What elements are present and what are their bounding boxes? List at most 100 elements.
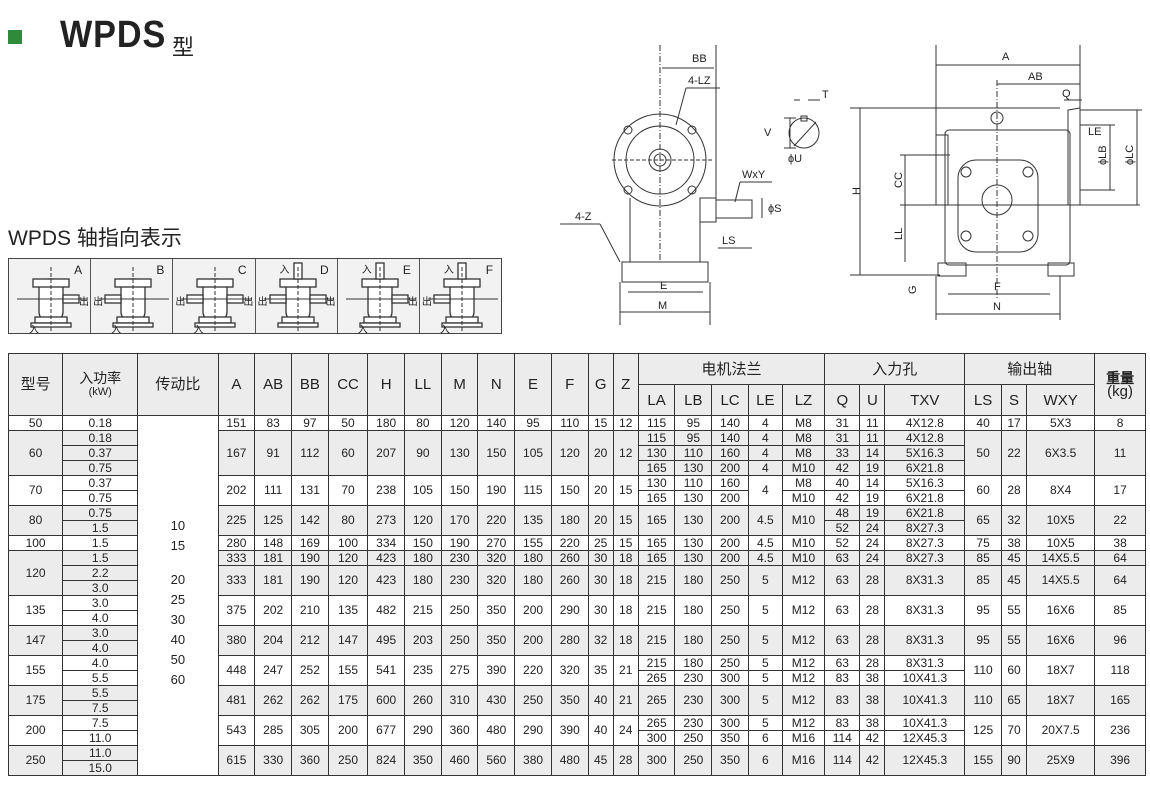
cell-LS: 85 — [964, 550, 1002, 566]
cell-H: 423 — [367, 550, 406, 566]
label-N: N — [993, 301, 1001, 313]
cell-power: 3.0 — [62, 625, 139, 641]
cell-power: 1.5 — [62, 535, 139, 551]
cell-Q: 63 — [824, 565, 861, 596]
cell-weight: 8 — [1094, 415, 1146, 431]
cell-LA: 165 — [637, 535, 676, 551]
output-label: 出 — [93, 297, 104, 308]
cell-TXV: 8X27.3 — [884, 520, 966, 536]
cell-F: 260 — [550, 550, 589, 566]
cell-LL: 120 — [404, 505, 442, 536]
cell-LS: 110 — [964, 685, 1002, 716]
cell-A: 380 — [217, 625, 256, 656]
table-row: 4.0 — [9, 640, 1146, 656]
cell-weight: 85 — [1094, 595, 1146, 626]
cell-LC: 300 — [711, 715, 749, 731]
cell-S: 45 — [1000, 550, 1028, 566]
cell-LE: 5 — [747, 670, 783, 686]
cell-TXV: 8X31.3 — [884, 625, 966, 656]
cell-power: 0.37 — [62, 475, 139, 491]
cell-LC: 250 — [711, 625, 749, 656]
cell-Z: 18 — [612, 595, 639, 626]
cell-weight: 22 — [1094, 505, 1146, 536]
gearbox-orientation-icon — [427, 262, 498, 333]
cell-BB: 190 — [291, 565, 329, 596]
header-group-output: 输出轴 — [964, 353, 1096, 385]
cell-LS: 125 — [964, 715, 1002, 746]
cell-Z: 18 — [612, 625, 639, 656]
orientation-title: WPDS 轴指向表示 — [8, 227, 182, 250]
cell-power: 4.0 — [62, 640, 139, 656]
cell-H: 238 — [367, 475, 406, 506]
cell-model: 250 — [7, 745, 64, 776]
cell-LL: 80 — [404, 415, 442, 431]
cell-LE: 4.5 — [747, 550, 783, 566]
cell-H: 273 — [367, 505, 406, 536]
cell-BB: 169 — [291, 535, 329, 551]
cell-U: 38 — [859, 715, 886, 731]
output-label: 出 — [243, 297, 254, 308]
cell-Q: 63 — [824, 550, 861, 566]
cell-BB: 262 — [291, 685, 329, 716]
input-label-bottom: 入 — [439, 325, 450, 336]
cell-weight: 118 — [1094, 655, 1146, 686]
cell-S: 65 — [1000, 685, 1028, 716]
label-WxY: WxY — [742, 169, 766, 181]
cell-LZ: M12 — [781, 685, 826, 716]
cell-LE: 5 — [747, 595, 783, 626]
orientation-letter: C — [237, 263, 247, 277]
cell-TXV: 8X31.3 — [884, 565, 966, 596]
cell-F: 280 — [550, 625, 589, 656]
cell-TXV: 12X45.3 — [884, 745, 966, 776]
label-F: F — [994, 281, 1001, 293]
cell-F: 110 — [550, 415, 589, 431]
cell-LS: 60 — [964, 475, 1002, 506]
cell-AB: 181 — [254, 550, 293, 566]
cell-G: 15 — [587, 415, 614, 431]
cell-TXV: 8X27.3 — [884, 550, 966, 566]
cell-TXV: 4X12.8 — [884, 430, 966, 446]
cell-TXV: 12X45.3 — [884, 730, 966, 746]
cell-CC: 175 — [327, 685, 369, 716]
cell-Z: 18 — [612, 550, 639, 566]
cell-Q: 83 — [824, 670, 861, 686]
cell-LC: 250 — [711, 655, 749, 671]
cell-TXV: 10X41.3 — [884, 715, 966, 731]
cell-G: 20 — [587, 475, 614, 506]
key-detail-drawing — [784, 99, 820, 149]
cell-weight: 17 — [1094, 475, 1146, 506]
cell-E: 200 — [514, 595, 552, 626]
cell-LA: 265 — [637, 670, 676, 686]
cell-S: 17 — [1000, 415, 1028, 431]
cell-LB: 110 — [674, 475, 713, 491]
cell-power: 7.5 — [62, 715, 139, 731]
cell-S: 55 — [1000, 625, 1028, 656]
cell-weight: 396 — [1094, 745, 1146, 776]
cell-U: 24 — [859, 520, 886, 536]
cell-LA: 165 — [637, 550, 676, 566]
cell-LB: 130 — [674, 550, 713, 566]
cell-F: 150 — [550, 475, 589, 506]
cell-CC: 70 — [327, 475, 369, 506]
cell-M: 170 — [440, 505, 479, 536]
cell-LL: 105 — [404, 475, 442, 506]
cell-LE: 6 — [747, 745, 783, 776]
cell-LA: 265 — [637, 715, 676, 731]
cell-LL: 203 — [404, 625, 442, 656]
label-E: E — [660, 280, 667, 292]
cell-G: 30 — [587, 595, 614, 626]
cell-LB: 130 — [674, 535, 713, 551]
cell-LL: 90 — [404, 430, 442, 476]
cell-E: 135 — [514, 505, 552, 536]
cell-WXY: 20X7.5 — [1026, 715, 1096, 746]
header-ratio: 传动比 — [137, 353, 219, 416]
input-label: 入 — [29, 325, 39, 336]
cell-E: 290 — [514, 715, 552, 746]
cell-model: 60 — [7, 430, 64, 476]
